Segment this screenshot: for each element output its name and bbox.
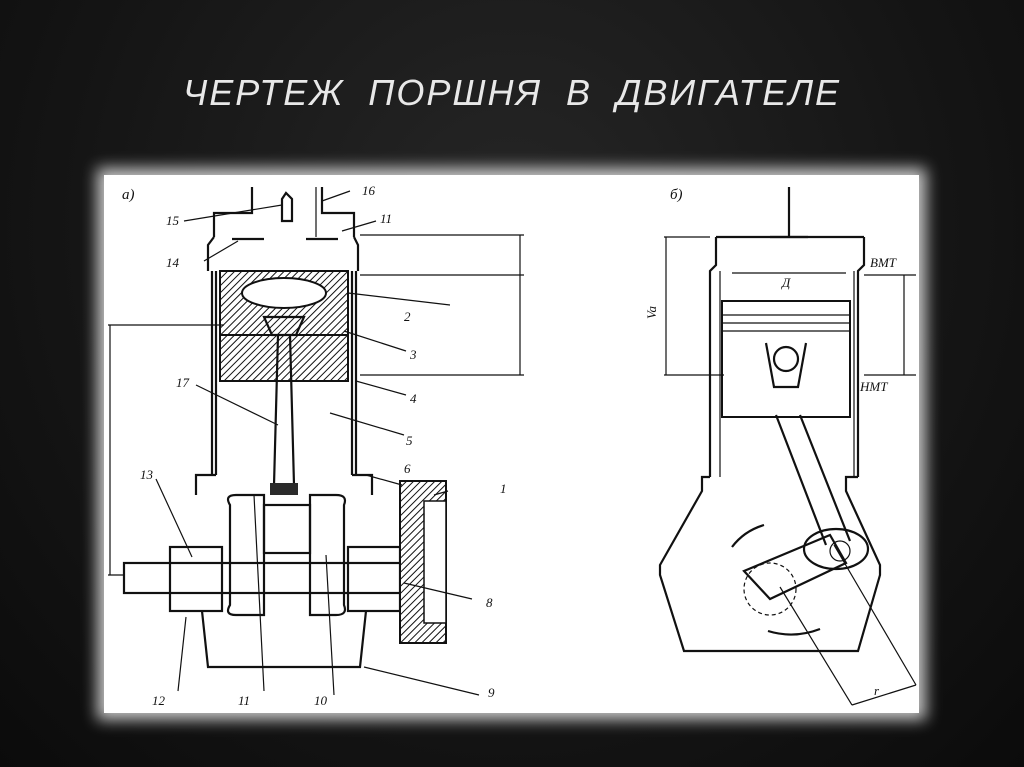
- callout-15: 14: [166, 255, 180, 270]
- compression-dimension: [360, 234, 524, 376]
- flywheel-hub: [423, 500, 447, 624]
- cylinder-walls: [210, 271, 358, 475]
- callout-8: 8: [486, 595, 493, 610]
- panel-a-callouts: 15 14 16 11 2 3 4 5 6 1 8 9 10 11 12 13 …: [140, 183, 507, 708]
- piston-pin: [262, 315, 306, 337]
- piston-pin-b: [772, 345, 800, 373]
- crank-web-right: [308, 493, 347, 617]
- label-radius: r: [874, 683, 880, 698]
- crank-pin: [262, 503, 312, 555]
- panel-b: б) ВМТ НМТ Д Va: [644, 187, 917, 706]
- piston-boss: [764, 342, 808, 389]
- cylinder-liner-b: [719, 271, 855, 477]
- label-diameter: Д: [780, 275, 791, 290]
- piston-b: [721, 300, 851, 418]
- engine-drawing-svg: а): [108, 183, 917, 708]
- engine-drawing-figure: а): [104, 175, 919, 713]
- crank-pin-b: [829, 540, 851, 562]
- panel-a-label: а): [122, 187, 135, 203]
- callout-13: 13: [140, 467, 154, 482]
- callout-6: 6: [404, 461, 411, 476]
- callout-5: 5: [406, 433, 413, 448]
- label-tdc: ВМТ: [870, 255, 897, 270]
- head-gasket: [206, 236, 360, 271]
- connecting-rod: [272, 334, 296, 486]
- main-bearing-right: [346, 545, 402, 613]
- crank-web-left: [226, 493, 266, 617]
- slide-title: ЧЕРТЕЖ ПОРШНЯ В ДВИГАТЕЛЕ: [182, 72, 842, 113]
- combustion-bowl: [241, 277, 327, 309]
- spark-plug: [280, 191, 294, 223]
- callout-12: 12: [152, 693, 166, 708]
- tdc-bdc-lines: [664, 236, 916, 376]
- main-bearing-left: [168, 545, 224, 613]
- callout-11: 11: [238, 693, 250, 708]
- callout-1: 1: [500, 481, 507, 496]
- callout-14: 17: [176, 375, 190, 390]
- piston-skirt: [219, 334, 349, 382]
- callout-3: 3: [409, 347, 417, 362]
- crankcase: [200, 610, 368, 669]
- label-bdc: НМТ: [859, 379, 888, 394]
- callout-17: 16: [362, 183, 376, 198]
- crankcase-b: [658, 475, 882, 653]
- label-volume: Va: [644, 306, 659, 320]
- panel-b-label: б): [670, 187, 683, 203]
- panel-a: а): [108, 183, 524, 708]
- callout-11-top: 11: [380, 211, 392, 226]
- callout-leaders: [155, 190, 480, 696]
- callout-2: 2: [404, 309, 411, 324]
- rod-big-end: [270, 483, 298, 495]
- callout-4: 4: [410, 391, 417, 406]
- connecting-rod-b: [774, 414, 852, 546]
- rotation-arrows: [731, 523, 821, 636]
- stroke-dimension: [108, 324, 224, 576]
- callout-16: 15: [166, 213, 180, 228]
- callout-10: 10: [314, 693, 328, 708]
- crank-arm: [742, 533, 848, 601]
- cylinder-flange: [194, 473, 374, 495]
- radius-dimension: [779, 544, 917, 706]
- rod-big-end-b: [802, 527, 870, 571]
- piston-rings: [722, 314, 850, 332]
- crank-circle: [743, 562, 797, 616]
- callout-9: 9: [488, 685, 495, 700]
